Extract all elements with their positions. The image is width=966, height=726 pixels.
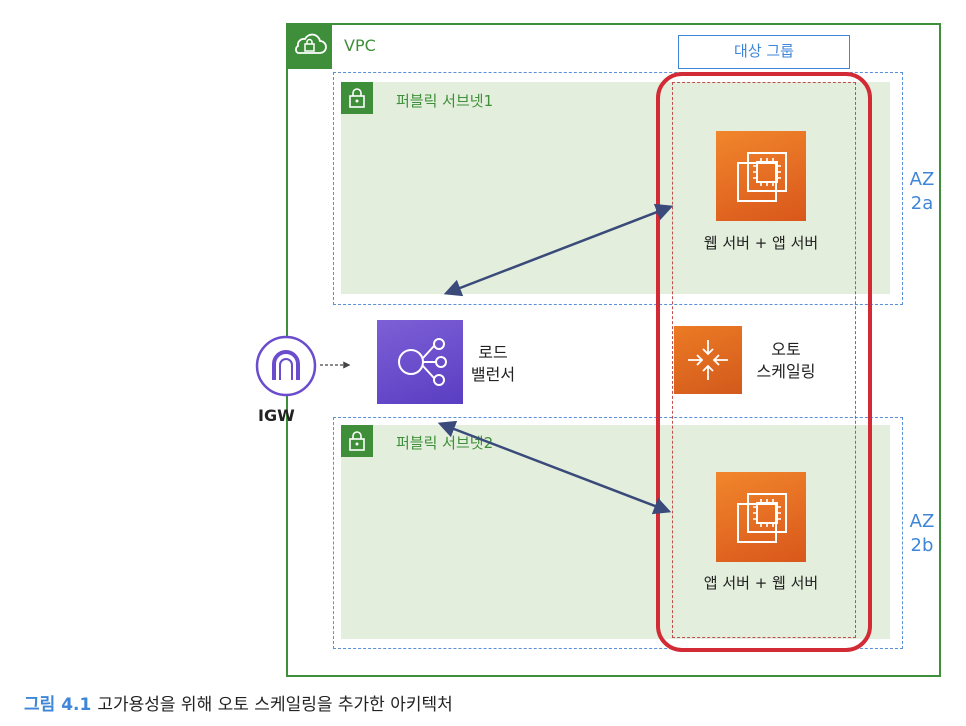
figure-number: 그림 4.1 xyxy=(24,695,92,715)
az-label-id: 2a xyxy=(910,193,934,214)
az-label-text: AZ xyxy=(909,511,935,532)
autoscaling-group-highlight xyxy=(656,72,872,652)
autoscaling-label: 오토 스케일링 xyxy=(744,339,828,383)
server-1-label: 웹 서버 + 앱 서버 xyxy=(703,234,819,252)
vpc-label: VPC xyxy=(344,36,376,55)
autoscaling-label-line1: 오토 xyxy=(771,340,801,359)
load-balancer-label-line2: 밸런서 xyxy=(470,365,516,384)
igw-label: IGW xyxy=(258,406,295,425)
ec2-instance-icon xyxy=(716,472,806,562)
server-2-label: 앱 서버 + 웹 서버 xyxy=(703,574,819,592)
target-group-boundary xyxy=(672,82,856,638)
az-2a-label: AZ 2a xyxy=(900,168,944,216)
autoscaling-icon xyxy=(674,326,742,394)
ec2-instance-icon xyxy=(716,131,806,221)
az-label-id: 2b xyxy=(910,535,934,556)
target-group-label: 대상 그룹 xyxy=(678,35,850,69)
lb-to-server-2-arrow xyxy=(437,420,672,515)
az-2a-boundary xyxy=(333,72,903,305)
az-2b-boundary xyxy=(333,417,903,649)
lock-icon xyxy=(341,82,373,114)
lock-icon xyxy=(341,425,373,457)
internet-gateway-icon xyxy=(254,334,318,402)
az-label-text: AZ xyxy=(909,169,935,190)
load-balancer-label: 로드 밸런서 xyxy=(452,342,534,386)
cloud-lock-icon xyxy=(286,23,332,69)
caption-text: 고가용성을 위해 오토 스케일링을 추가한 아키텍처 xyxy=(97,695,453,715)
lb-to-server-1-arrow xyxy=(443,203,674,297)
load-balancer-label-line1: 로드 xyxy=(478,343,508,362)
autoscaling-label-line2: 스케일링 xyxy=(756,362,816,381)
load-balancer-icon xyxy=(377,320,463,404)
subnet-1-label: 퍼블릭 서브넷1 xyxy=(396,92,494,110)
az-2b-label: AZ 2b xyxy=(900,510,944,558)
